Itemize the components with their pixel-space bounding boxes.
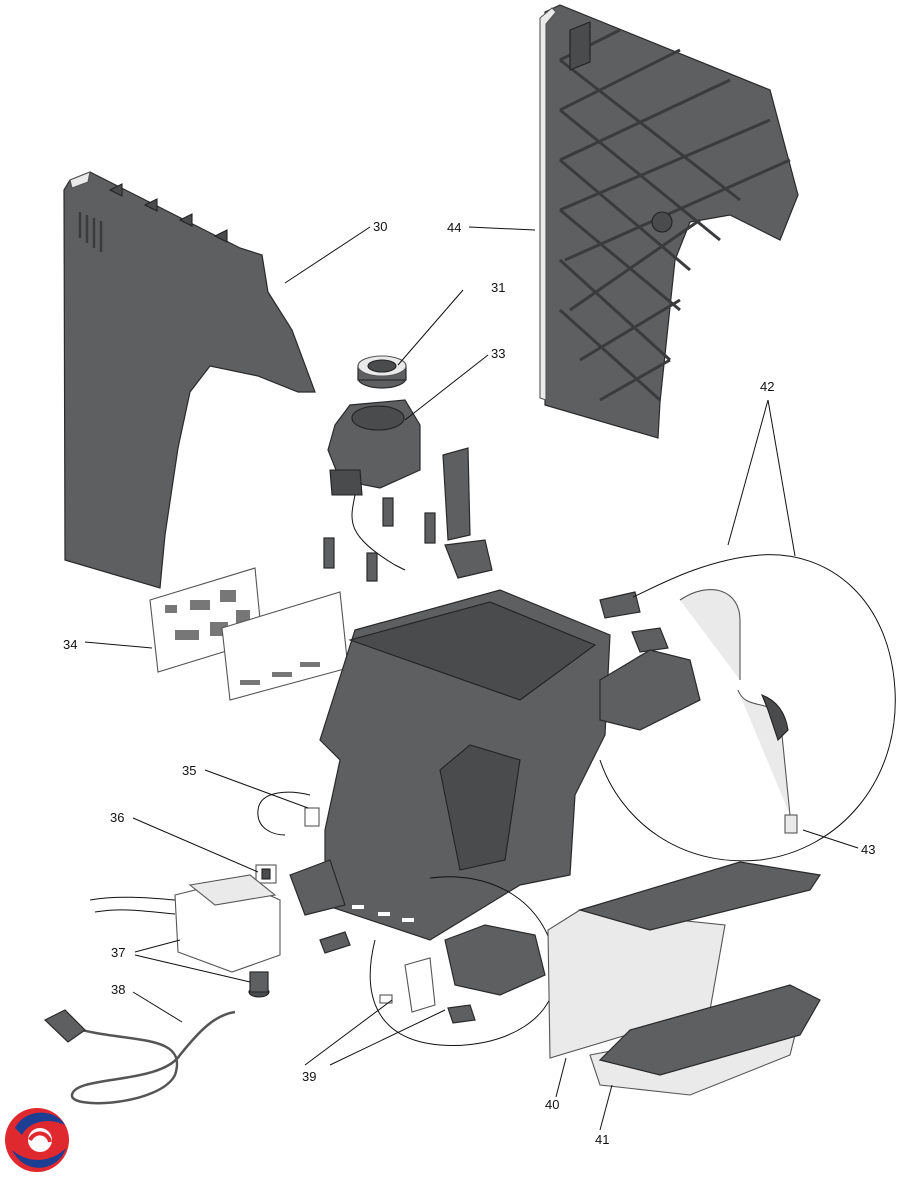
label-34: 34 xyxy=(63,637,78,652)
label-36: 36 xyxy=(110,810,125,825)
label-38: 38 xyxy=(111,982,126,997)
part-38-power-cord xyxy=(43,1009,236,1105)
label-43: 43 xyxy=(861,842,876,857)
label-41: 41 xyxy=(595,1132,610,1147)
brand-logo xyxy=(5,1108,69,1172)
label-33: 33 xyxy=(491,346,506,361)
part-41-drip-tray xyxy=(589,984,821,1096)
upright-bracket xyxy=(442,447,493,579)
part-40-tray-cover xyxy=(547,861,822,1059)
part-33-motor-assembly xyxy=(323,399,436,582)
label-35: 35 xyxy=(182,763,197,778)
part-42-zoom-circle xyxy=(599,554,896,862)
label-37: 37 xyxy=(111,945,126,960)
part-44-back-panel xyxy=(539,4,799,439)
part-35-sensor xyxy=(257,791,320,836)
label-40: 40 xyxy=(545,1097,560,1112)
part-37-transformer xyxy=(89,874,281,998)
main-chassis xyxy=(289,589,669,941)
label-39: 39 xyxy=(302,1069,317,1084)
part-31-ring xyxy=(357,355,407,389)
part-36-switch xyxy=(255,864,277,884)
part-30-side-panel xyxy=(63,171,316,589)
label-30: 30 xyxy=(373,219,388,234)
part-39-zoom-circle xyxy=(319,876,557,1047)
leader-lines xyxy=(84,226,859,1131)
part-34-circuit-board xyxy=(149,567,349,701)
label-42: 42 xyxy=(760,379,775,394)
label-31: 31 xyxy=(491,280,506,295)
label-44: 44 xyxy=(447,220,462,235)
